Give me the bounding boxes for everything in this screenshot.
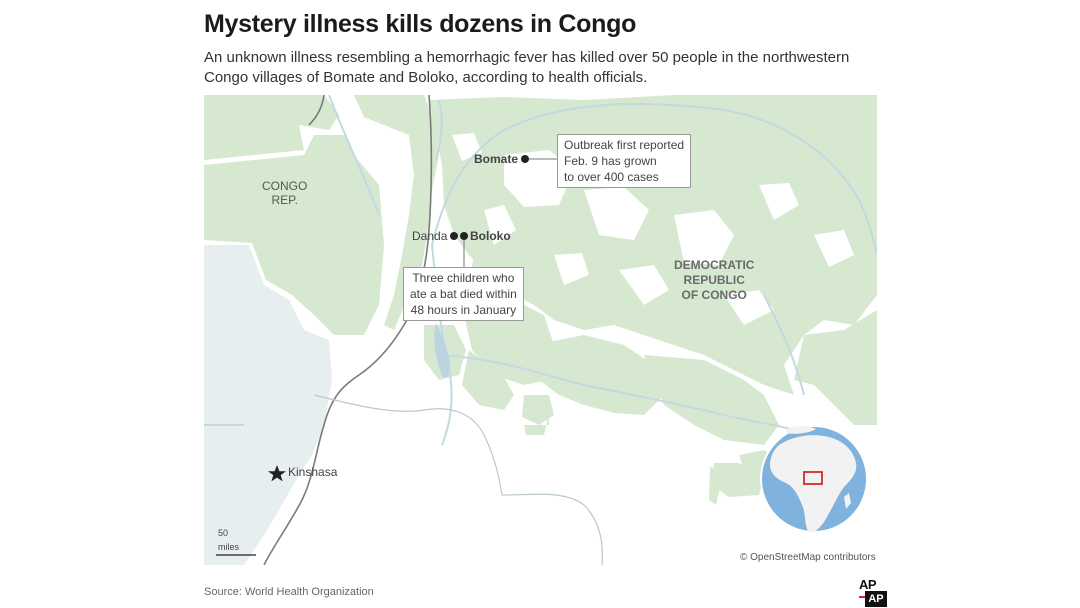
map-title: Mystery illness kills dozens in Congo (204, 10, 637, 38)
drc-label-line1: DEMOCRATIC (674, 258, 755, 272)
borders (263, 95, 433, 565)
bomate-marker (521, 155, 529, 163)
boloko-callout: Three children who ate a bat died within… (403, 267, 524, 321)
drc-label-line3: OF CONGO (681, 288, 747, 302)
clearings (452, 133, 854, 325)
congo-rep-label-line1: CONGO (262, 179, 308, 193)
locator-highlight (803, 471, 823, 485)
ap-logo: AP AP (857, 577, 889, 607)
bomate-callout-line3: to over 400 cases (564, 170, 659, 184)
locator-globe (760, 425, 868, 533)
boloko-marker (460, 232, 468, 240)
scale-value: 50 (218, 528, 229, 538)
boloko-callout-line2: ate a bat died within (410, 287, 517, 301)
map-area[interactable]: CONGO REP. DEMOCRATIC REPUBLIC OF CONGO … (204, 95, 877, 565)
boloko-label: Boloko (470, 229, 511, 243)
ap-logo-accent (859, 596, 865, 598)
kinshasa-label: Kinshasa (288, 465, 338, 479)
scale-unit: miles (218, 542, 240, 552)
congo-rep-label-line2: REP. (271, 193, 298, 207)
map-subtitle: An unknown illness resembling a hemorrha… (204, 49, 850, 86)
lake-tshuapa (434, 323, 451, 378)
bomate-callout-line1: Outbreak first reported (564, 138, 685, 152)
source-note: Source: World Health Organization (204, 586, 374, 598)
map-credit: © OpenStreetMap contributors (740, 552, 876, 563)
admin-lines (204, 394, 604, 565)
bomate-callout: Outbreak first reported Feb. 9 has grown… (557, 134, 692, 188)
ap-logo-top: AP (859, 577, 877, 592)
drc-label: DEMOCRATIC REPUBLIC OF CONGO (674, 258, 754, 303)
boloko-callout-line3: 48 hours in January (410, 303, 517, 317)
danda-marker (450, 232, 458, 240)
bomate-callout-line2: Feb. 9 has grown (564, 154, 657, 168)
kinshasa-star-icon (268, 465, 286, 482)
ap-logo-bottom: AP (865, 591, 887, 607)
map-base (204, 95, 877, 565)
congo-rep-label: CONGO REP. (262, 179, 307, 207)
bomate-label: Bomate (474, 152, 519, 166)
danda-label: Danda (412, 229, 448, 243)
lake-region (204, 245, 332, 565)
drc-label-line2: REPUBLIC (683, 273, 745, 287)
boloko-callout-line1: Three children who (412, 271, 515, 285)
